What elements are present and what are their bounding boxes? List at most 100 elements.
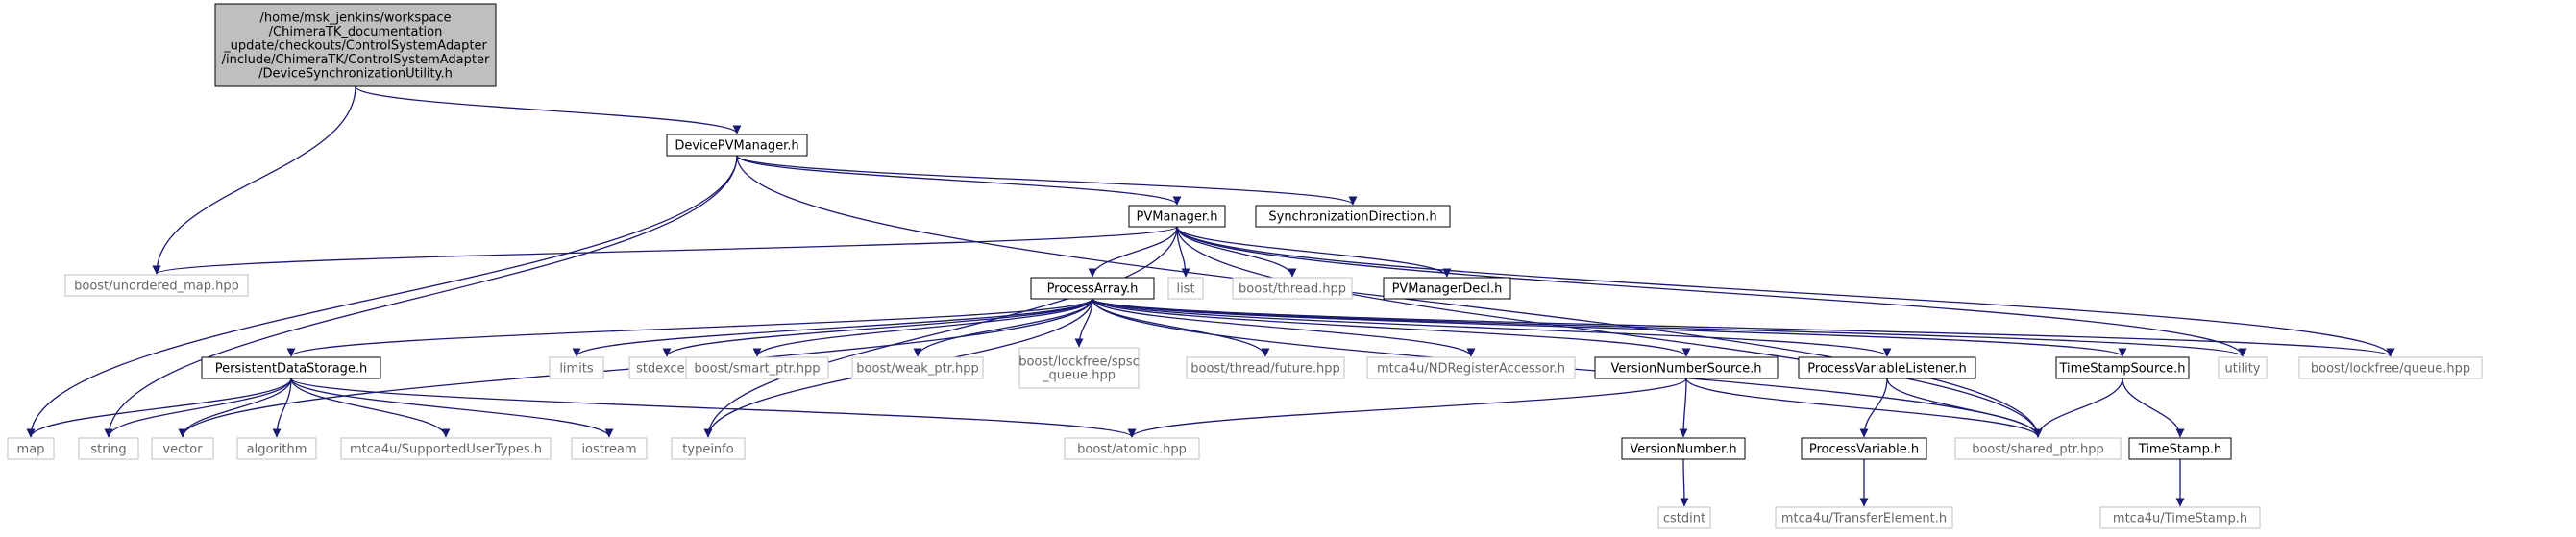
edge-persistent-to-atomic	[290, 378, 1137, 438]
edge-devicepv-to-pvmanager	[736, 155, 1182, 206]
edge-versionsrc-to-atomic	[1127, 378, 1687, 438]
node-pvmanager[interactable]: PVManager.h	[1128, 205, 1226, 228]
node-box-pvmanager	[1128, 205, 1226, 228]
edge-persistent-to-iostream	[290, 378, 614, 438]
node-box-ndregister	[1366, 356, 1576, 379]
node-devicepv[interactable]: DevicePVManager.h	[666, 134, 808, 157]
node-label-future: boost/thread/future.hpp	[1190, 362, 1340, 377]
node-box-atomic	[1064, 437, 1200, 460]
node-box-lfqueue	[2298, 356, 2483, 379]
node-pvlistener[interactable]: ProcessVariableListener.h	[1798, 356, 1976, 379]
node-box-pvmanagerdecl	[1383, 277, 1511, 300]
edge-root-to-devicepv	[355, 85, 742, 134]
node-iostream: iostream	[571, 437, 648, 460]
node-label-spsc: boost/lockfree/spsc	[1018, 354, 1140, 369]
node-box-processarray	[1030, 277, 1155, 300]
node-unordered: boost/unordered_map.hpp	[64, 274, 249, 297]
file-nodes: /home/msk_jenkins/workspace/ChimeraTK_do…	[7, 3, 2483, 529]
node-versionsrc[interactable]: VersionNumberSource.h	[1594, 356, 1779, 379]
node-label-pvmanager: PVManager.h	[1137, 210, 1218, 225]
node-label-pvmanagerdecl: PVManagerDecl.h	[1392, 282, 1503, 297]
node-label-processarray: ProcessArray.h	[1047, 282, 1139, 297]
node-label-lfqueue: boost/lockfree/queue.hpp	[2311, 362, 2470, 377]
node-persistent[interactable]: PersistentDataStorage.h	[201, 356, 381, 379]
node-spsc: boost/lockfree/spsc_queue.hpp	[1018, 347, 1140, 389]
node-mtcatimestamp: mtca4u/TimeStamp.h	[2099, 506, 2261, 529]
edge-devicepv-to-syncdir	[736, 155, 1358, 206]
node-supported: mtca4u/SupportedUserTypes.h	[340, 437, 552, 460]
edge-devicepv-to-map	[26, 155, 738, 438]
node-timestamp[interactable]: TimeStamp.h	[2128, 437, 2232, 460]
node-label-typeinfo: typeinfo	[682, 443, 733, 457]
node-label-transfer: mtca4u/TransferElement.h	[1781, 512, 1947, 526]
node-versionnum[interactable]: VersionNumber.h	[1621, 437, 1746, 460]
node-box-future	[1186, 356, 1345, 379]
node-smartptr: boost/smart_ptr.hpp	[685, 356, 829, 379]
node-label-root: /ChimeraTK_documentation	[269, 25, 443, 39]
node-root: /home/msk_jenkins/workspace/ChimeraTK_do…	[214, 3, 497, 87]
node-label-vector: vector	[162, 443, 203, 457]
node-label-spsc: _queue.hpp	[1042, 369, 1116, 383]
node-box-root	[214, 3, 497, 87]
node-list: list	[1167, 277, 1204, 300]
node-typeinfo: typeinfo	[671, 437, 746, 460]
node-label-utility: utility	[2225, 362, 2261, 377]
node-pvmanagerdecl[interactable]: PVManagerDecl.h	[1383, 277, 1511, 300]
node-lfqueue: boost/lockfree/queue.hpp	[2298, 356, 2483, 379]
node-box-transfer	[1775, 506, 1953, 529]
node-box-pvlistener	[1798, 356, 1976, 379]
node-box-utility	[2218, 356, 2268, 379]
node-box-versionsrc	[1594, 356, 1779, 379]
edge-persistent-to-algorithm	[272, 378, 292, 438]
node-map: map	[7, 437, 55, 460]
node-label-smartptr: boost/smart_ptr.hpp	[694, 362, 820, 377]
edge-persistent-to-map	[26, 378, 292, 438]
node-processvar[interactable]: ProcessVariable.h	[1801, 437, 1927, 460]
edge-pvmanager-to-unordered	[152, 226, 1178, 275]
edge-processarray-to-smartptr	[752, 298, 1093, 357]
edge-pvlistener-to-sharedptr	[1886, 378, 2043, 438]
edge-pvlistener-to-processvar	[1859, 378, 1888, 438]
node-box-iostream	[571, 437, 648, 460]
node-label-root: /home/msk_jenkins/workspace	[259, 12, 451, 26]
node-syncdir[interactable]: SynchronizationDirection.h	[1255, 205, 1451, 228]
node-label-stdexcept: stdexcept	[636, 362, 698, 377]
node-box-spsc	[1018, 347, 1140, 389]
node-timestampsrc[interactable]: TimeStampSource.h	[2055, 356, 2190, 379]
node-transfer: mtca4u/TransferElement.h	[1775, 506, 1953, 529]
node-label-persistent: PersistentDataStorage.h	[215, 362, 368, 377]
node-label-map: map	[17, 443, 45, 457]
node-weakptr: boost/weak_ptr.hpp	[851, 356, 984, 379]
node-label-pvlistener: ProcessVariableListener.h	[1807, 362, 1966, 377]
node-box-algorithm	[236, 437, 317, 460]
node-label-thread: boost/thread.hpp	[1239, 282, 1346, 297]
node-box-supported	[340, 437, 552, 460]
node-processarray[interactable]: ProcessArray.h	[1030, 277, 1155, 300]
node-label-string: string	[90, 443, 126, 457]
node-box-cstdint	[1657, 506, 1711, 529]
edge-persistent-to-string	[104, 378, 292, 438]
edge-processarray-to-versionsrc	[1092, 298, 1691, 357]
node-box-weakptr	[851, 356, 984, 379]
node-ndregister: mtca4u/NDRegisterAccessor.h	[1366, 356, 1576, 379]
node-label-list: list	[1176, 282, 1194, 297]
edge-timestampsrc-to-sharedptr	[2033, 378, 2123, 438]
node-label-versionsrc: VersionNumberSource.h	[1610, 362, 1761, 377]
node-future: boost/thread/future.hpp	[1186, 356, 1345, 379]
node-box-persistent	[201, 356, 381, 379]
node-label-syncdir: SynchronizationDirection.h	[1268, 210, 1436, 225]
node-label-cstdint: cstdint	[1663, 512, 1705, 526]
node-box-syncdir	[1255, 205, 1451, 228]
edge-devicepv-to-string	[104, 155, 738, 438]
edge-processarray-to-timestampsrc	[1092, 298, 2127, 357]
edge-processarray-to-lfqueue	[1092, 298, 2395, 357]
edge-versionsrc-to-versionnum	[1679, 378, 1688, 438]
node-label-ndregister: mtca4u/NDRegisterAccessor.h	[1377, 362, 1565, 377]
edge-processarray-to-limits	[572, 298, 1093, 357]
node-label-unordered: boost/unordered_map.hpp	[74, 280, 239, 294]
node-label-root: /DeviceSynchronizationUtility.h	[258, 66, 453, 81]
node-limits: limits	[549, 356, 604, 379]
node-box-limits	[549, 356, 604, 379]
edge-processarray-to-utility	[1092, 298, 2247, 357]
node-label-sharedptr: boost/shared_ptr.hpp	[1972, 443, 2104, 457]
